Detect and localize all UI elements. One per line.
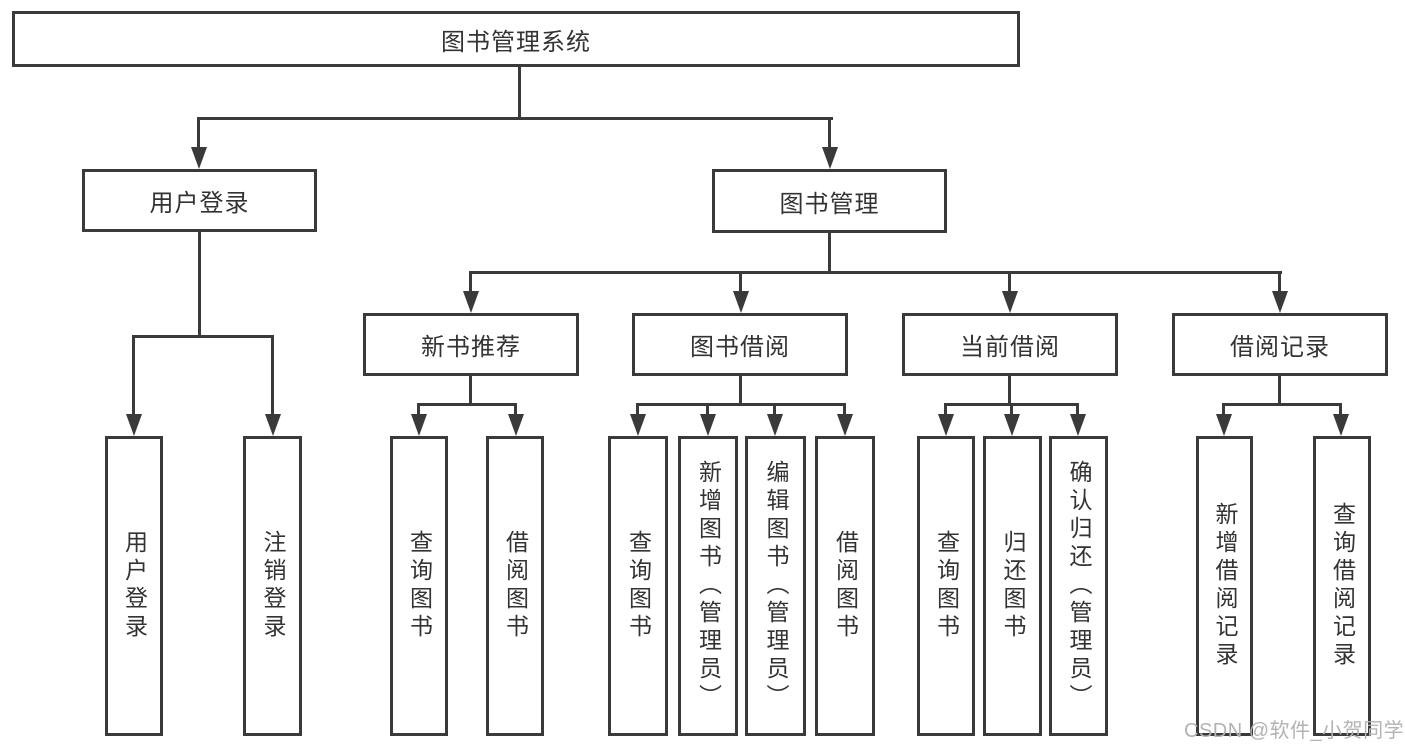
leaf-borrow-books-1: 借阅图书 [486, 436, 544, 736]
node-book-mgmt-label: 图书管理 [779, 190, 880, 218]
connector-borrow-records-rail [1222, 403, 1342, 406]
leaf-query-borrow-record-label: 查询借阅记录 [1329, 502, 1356, 670]
leaf-return-books-label: 归还图书 [1000, 530, 1026, 642]
connector-book-mgmt-stem [828, 233, 831, 271]
connector-drop-current-borrow [1008, 271, 1011, 291]
node-new-book-rec: 新书推荐 [363, 313, 579, 376]
connector-current-borrow-stem [1008, 376, 1011, 403]
leaf-user-login: 用户登录 [105, 436, 163, 736]
connector-borrow-records-stem [1278, 376, 1281, 403]
connector-drop-g5-2 [1339, 403, 1342, 414]
node-root: 图书管理系统 [12, 11, 1020, 67]
arrowhead-g5-2 [1333, 414, 1349, 436]
arrowhead-g2-2 [508, 414, 524, 436]
arrowhead-g3-3 [767, 414, 783, 436]
arrowhead-g5-1 [1216, 414, 1232, 436]
connector-drop-g4-1 [944, 403, 947, 414]
leaf-confirm-return-admin: 确认归还（管理员） [1049, 436, 1108, 736]
leaf-edit-books-admin-label: 编辑图书（管理员） [763, 460, 789, 712]
connector-book-borrow-stem [739, 376, 742, 403]
node-book-borrow-label: 图书借阅 [690, 334, 790, 361]
arrowhead-book-mgmt [822, 147, 838, 169]
arrowhead-current-borrow [1002, 291, 1018, 313]
leaf-borrow-books-2: 借阅图书 [815, 436, 875, 736]
leaf-query-books-2-label: 查询图书 [625, 530, 652, 642]
node-borrow-records-label: 借阅记录 [1230, 334, 1330, 361]
arrowhead-new-book-rec [463, 291, 479, 313]
arrowhead-user-login [191, 147, 207, 169]
connector-drop-g3-3 [773, 403, 776, 414]
connector-drop-borrow-records [1278, 271, 1281, 291]
node-book-borrow: 图书借阅 [632, 313, 848, 376]
connector-drop-g4-2 [1010, 403, 1013, 414]
connector-drop-g5-1 [1222, 403, 1225, 414]
leaf-logout-label: 注销登录 [260, 530, 286, 642]
connector-book-borrow-rail [636, 403, 845, 406]
leaf-edit-books-admin: 编辑图书（管理员） [745, 436, 806, 736]
leaf-query-books-3: 查询图书 [917, 436, 975, 736]
leaf-query-books-1: 查询图书 [390, 436, 448, 736]
arrowhead-g4-3 [1070, 414, 1086, 436]
connector-drop-new-book-rec [469, 271, 472, 291]
connector-drop-g2-2 [514, 403, 517, 414]
arrowhead-g4-2 [1004, 414, 1020, 436]
connector-drop-g2-1 [417, 403, 420, 414]
node-current-borrow: 当前借阅 [902, 313, 1118, 376]
arrowhead-g3-2 [700, 414, 716, 436]
connector-user-login-stem [198, 232, 201, 335]
arrowhead-leaf-login [126, 414, 142, 436]
arrowhead-g2-1 [411, 414, 427, 436]
connector-drop-leaf-login [132, 335, 135, 414]
node-root-label: 图书管理系统 [441, 28, 591, 56]
arrowhead-g3-4 [837, 414, 853, 436]
leaf-user-login-label: 用户登录 [121, 530, 148, 642]
connector-drop-user-login [197, 117, 200, 147]
arrowhead-leaf-logout [265, 414, 281, 436]
connector-drop-book-borrow [739, 271, 742, 291]
connector-level3-rail [469, 271, 1282, 274]
connector-drop-g3-2 [706, 403, 709, 414]
node-user-login: 用户登录 [82, 169, 317, 232]
connector-new-book-rec-stem [469, 376, 472, 403]
node-book-mgmt: 图书管理 [712, 169, 947, 233]
arrowhead-g3-1 [630, 414, 646, 436]
arrowhead-borrow-records [1272, 291, 1288, 313]
node-user-login-label: 用户登录 [149, 190, 250, 217]
leaf-borrow-books-1-label: 借阅图书 [502, 530, 529, 642]
arrowhead-g4-1 [938, 414, 954, 436]
leaf-borrow-books-2-label: 借阅图书 [832, 530, 859, 642]
leaf-return-books: 归还图书 [983, 436, 1042, 736]
connector-drop-leaf-logout [271, 335, 274, 414]
leaf-logout: 注销登录 [243, 436, 302, 736]
csdn-watermark: CSDN @软件_小贺同学 [1184, 720, 1405, 742]
arrowhead-book-borrow [733, 291, 749, 313]
node-new-book-rec-label: 新书推荐 [421, 334, 521, 361]
node-borrow-records: 借阅记录 [1172, 313, 1388, 376]
connector-new-book-rec-rail [417, 403, 517, 406]
leaf-query-books-2: 查询图书 [608, 436, 668, 736]
leaf-query-borrow-record: 查询借阅记录 [1313, 436, 1371, 736]
leaf-add-borrow-record-label: 新增借阅记录 [1212, 502, 1238, 670]
leaf-add-books-admin-label: 新增图书（管理员） [695, 460, 722, 712]
leaf-add-books-admin: 新增图书（管理员） [678, 436, 738, 736]
node-current-borrow-label: 当前借阅 [960, 334, 1060, 361]
connector-drop-g4-3 [1076, 403, 1079, 414]
leaf-query-books-1-label: 查询图书 [406, 530, 433, 642]
leaf-add-borrow-record: 新增借阅记录 [1196, 436, 1253, 736]
connector-drop-g3-1 [636, 403, 639, 414]
connector-user-login-rail [132, 335, 274, 338]
leaf-query-books-3-label: 查询图书 [933, 530, 960, 642]
connector-top-rail [197, 117, 833, 120]
connector-drop-g3-4 [843, 403, 846, 414]
connector-drop-book-mgmt [828, 117, 831, 147]
leaf-confirm-return-admin-label: 确认归还（管理员） [1066, 460, 1092, 712]
connector-root-stem [518, 67, 521, 117]
